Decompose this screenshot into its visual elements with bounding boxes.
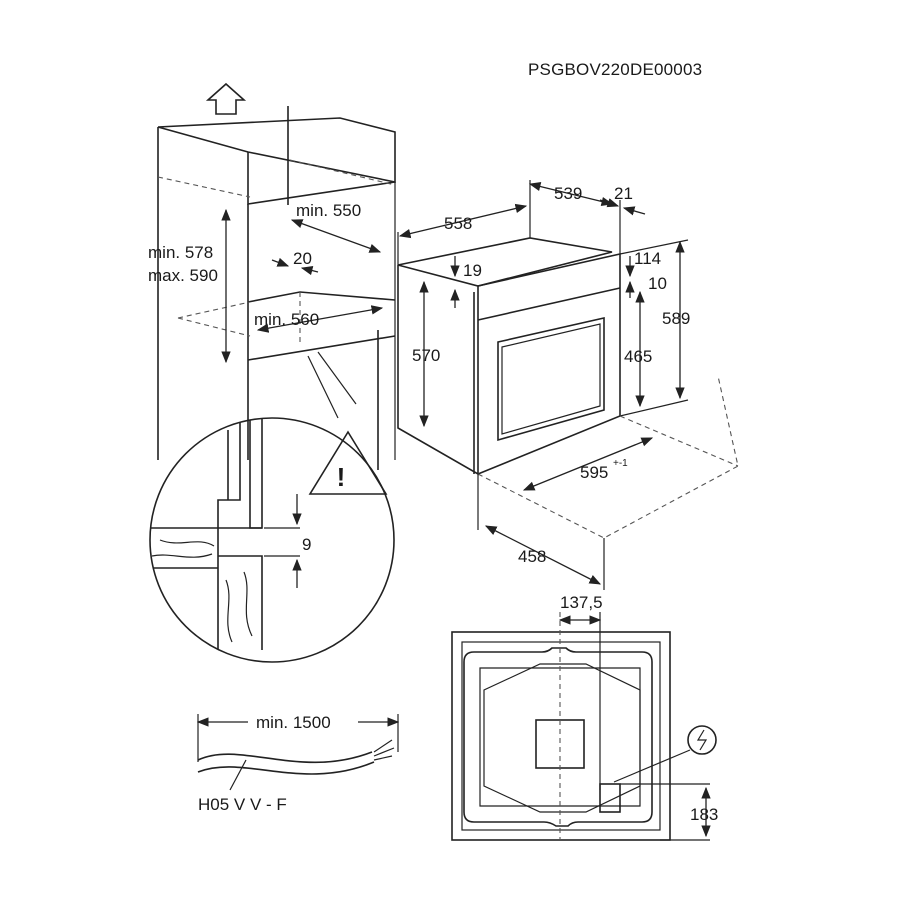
cabinet-width-min: min. 560 [254, 310, 319, 329]
warning-symbol: ! [337, 462, 346, 492]
cabinet-depth-min: min. 550 [296, 201, 361, 220]
rear-view-drawing [451, 612, 717, 841]
oven-front-thickness: 21 [614, 184, 633, 203]
electrical-connection-icon [687, 725, 717, 755]
oven-total-height: 589 [662, 309, 690, 328]
detail-view [149, 417, 395, 663]
oven-drawing [397, 180, 739, 590]
up-arrow-icon [205, 82, 247, 115]
oven-top-offset: 19 [463, 261, 482, 280]
cable-drawing [196, 714, 400, 791]
oven-base-depth: 458 [518, 547, 546, 566]
oven-depth-total: 558 [444, 214, 472, 233]
oven-control-offset: 10 [648, 274, 667, 293]
document-code: PSGBOV220DE00003 [528, 60, 702, 79]
detail-clearance: 9 [302, 535, 311, 554]
oven-body-height: 570 [412, 346, 440, 365]
oven-width-tolerance: +-1 [613, 458, 628, 469]
cabinet-gap: 20 [293, 249, 312, 268]
oven-door-height: 465 [624, 347, 652, 366]
cable-length-min: min. 1500 [256, 713, 331, 732]
cabinet-height-min: min. 578 [148, 243, 213, 262]
cable-type: H05 V V - F [198, 795, 287, 814]
cabinet-drawing [157, 82, 396, 470]
oven-depth-body: 539 [554, 184, 582, 203]
warning-icon [308, 430, 388, 495]
rear-offset-x: 137,5 [560, 593, 603, 612]
cabinet-height-max: max. 590 [148, 266, 218, 285]
rear-connection-height: 183 [690, 805, 718, 824]
oven-top-gap: 114 [634, 249, 661, 268]
oven-width-value: 595 [580, 463, 608, 482]
